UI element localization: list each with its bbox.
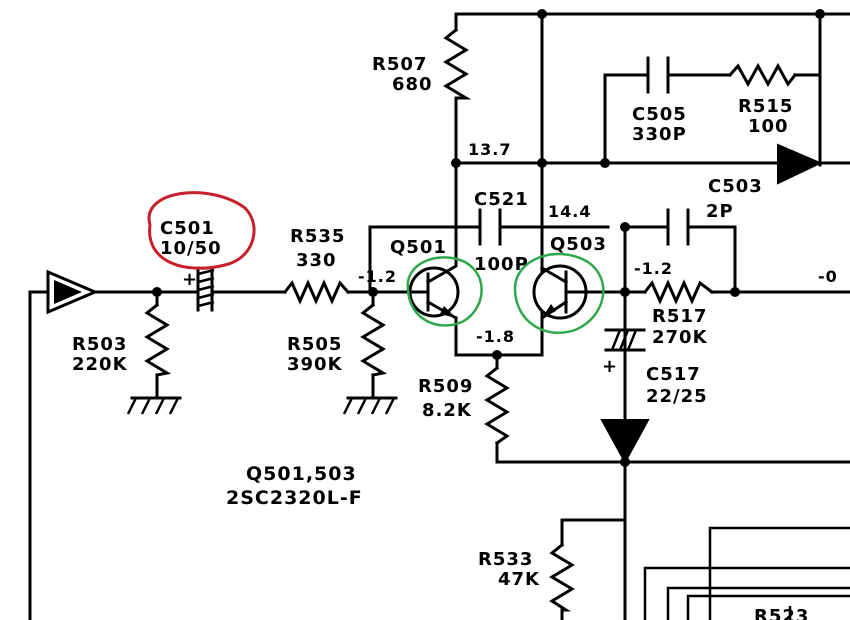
ferrite-bead-down-arrow (600, 419, 650, 465)
voltage-emitter: -1.8 (476, 327, 515, 346)
resistor-r503 (144, 302, 172, 377)
c501-value: 10/50 (160, 238, 222, 259)
voltage-14-4: 14.4 (548, 202, 591, 221)
capacitor-c505 (646, 56, 670, 94)
resistor-r505 (360, 302, 388, 377)
c521-ref: C521 (474, 189, 529, 210)
r507-ref: R507 (372, 54, 427, 75)
transistor-q503 (532, 264, 602, 332)
capacitor-c501 (196, 266, 215, 312)
green-highlight-q501 (406, 256, 483, 327)
c503-value: 2P (706, 201, 734, 222)
r517-ref: R517 (652, 306, 707, 327)
voltage-q501-base: -1.2 (358, 267, 397, 286)
r505-ref: R505 (287, 334, 342, 355)
input-arrow (46, 269, 99, 315)
voltage-right-edge: -0 (818, 267, 838, 286)
q503-ref: Q503 (550, 234, 607, 255)
resistor-r507 (443, 27, 472, 100)
r509-ref: R509 (418, 376, 473, 397)
r533-value: 47K (498, 569, 540, 590)
wires (28, 12, 850, 620)
c517-plus: + (602, 356, 618, 377)
output-arrow (777, 143, 823, 185)
c517-ref: C517 (646, 364, 701, 385)
c505-ref: C505 (632, 104, 687, 125)
transistor-note-line2: 2SC2320L-F (226, 487, 363, 509)
resistor-r533 (549, 542, 575, 612)
r517-value: 270K (652, 327, 708, 348)
ground-symbol-r503 (126, 396, 182, 415)
r515-value: 100 (748, 116, 789, 137)
capacitor-c503 (666, 208, 690, 246)
ground-symbol-r505 (342, 396, 398, 415)
r503-value: 220K (72, 354, 128, 375)
resistor-r509 (484, 365, 510, 446)
r535-value: 330 (296, 250, 337, 271)
red-highlight-c501 (147, 191, 256, 270)
c521-value: 100P (474, 254, 529, 275)
voltage-q503-base: -1.2 (634, 259, 673, 278)
q501-ref: Q501 (390, 237, 447, 258)
c505-value: 330P (632, 124, 687, 145)
r503-ref: R503 (72, 334, 127, 355)
r533-ref: R533 (478, 549, 533, 570)
capacitor-c517 (604, 328, 646, 352)
c517-value: 22/25 (646, 386, 708, 407)
r509-value: 8.2K (422, 400, 472, 421)
transistor-q501 (408, 225, 460, 321)
resistor-r517 (642, 279, 715, 305)
r523-ref: R523 (754, 606, 809, 620)
resistor-r535 (282, 279, 351, 305)
transistor-note-line1: Q501,503 (246, 463, 357, 485)
r535-ref: R535 (290, 226, 345, 247)
r505-value: 390K (287, 354, 343, 375)
c501-ref: C501 (160, 218, 215, 239)
r507-value: 680 (392, 74, 433, 95)
green-highlight-q503 (513, 252, 605, 334)
r515-ref: R515 (738, 96, 793, 117)
resistor-r515 (727, 62, 798, 88)
voltage-13-7: 13.7 (468, 140, 511, 159)
capacitor-c521 (478, 208, 502, 246)
c503-ref: C503 (708, 176, 763, 197)
c501-plus: + (182, 269, 198, 290)
